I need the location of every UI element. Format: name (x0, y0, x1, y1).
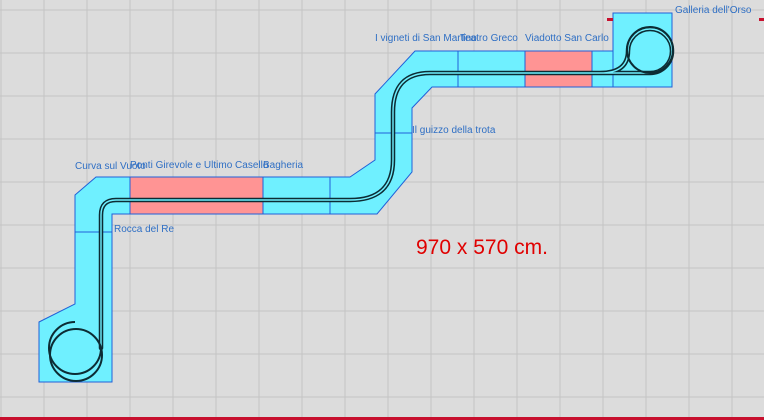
label-rocca: Rocca del Re (114, 224, 175, 235)
track-loop-top-ring (626, 26, 674, 74)
frame-bottom (0, 417, 764, 420)
label-vigneti: I vigneti di San Martino (375, 33, 477, 44)
label-guizzo: Il guizzo della trota (412, 125, 496, 136)
label-galleria: Galleria dell'Orso (675, 5, 752, 16)
module-bagheria[interactable] (262, 176, 331, 215)
module-viadotto-san-carlo[interactable] (524, 50, 593, 88)
marker-left (607, 18, 613, 21)
track-loop-bottom-ring (49, 328, 103, 382)
module-loop-top[interactable] (591, 12, 673, 88)
module-ponti-girevole[interactable] (129, 176, 264, 215)
module-guizzo-della-trota[interactable] (374, 50, 459, 134)
modules (38, 12, 673, 383)
marker-right (759, 18, 764, 21)
label-curva: Curva sul Vuoto (75, 161, 146, 172)
label-ponti: Ponti Girevole e Ultimo Casello (130, 160, 269, 171)
dimension-label: 970 x 570 cm. (416, 236, 548, 259)
label-viadotto: Viadotto San Carlo (525, 33, 609, 44)
module-teatro-greco[interactable] (457, 50, 526, 88)
track (48, 26, 675, 382)
track-loop-bottom (48, 321, 102, 375)
label-teatro: Teatro Greco (460, 33, 518, 44)
label-bagheria: Bagheria (263, 160, 304, 171)
